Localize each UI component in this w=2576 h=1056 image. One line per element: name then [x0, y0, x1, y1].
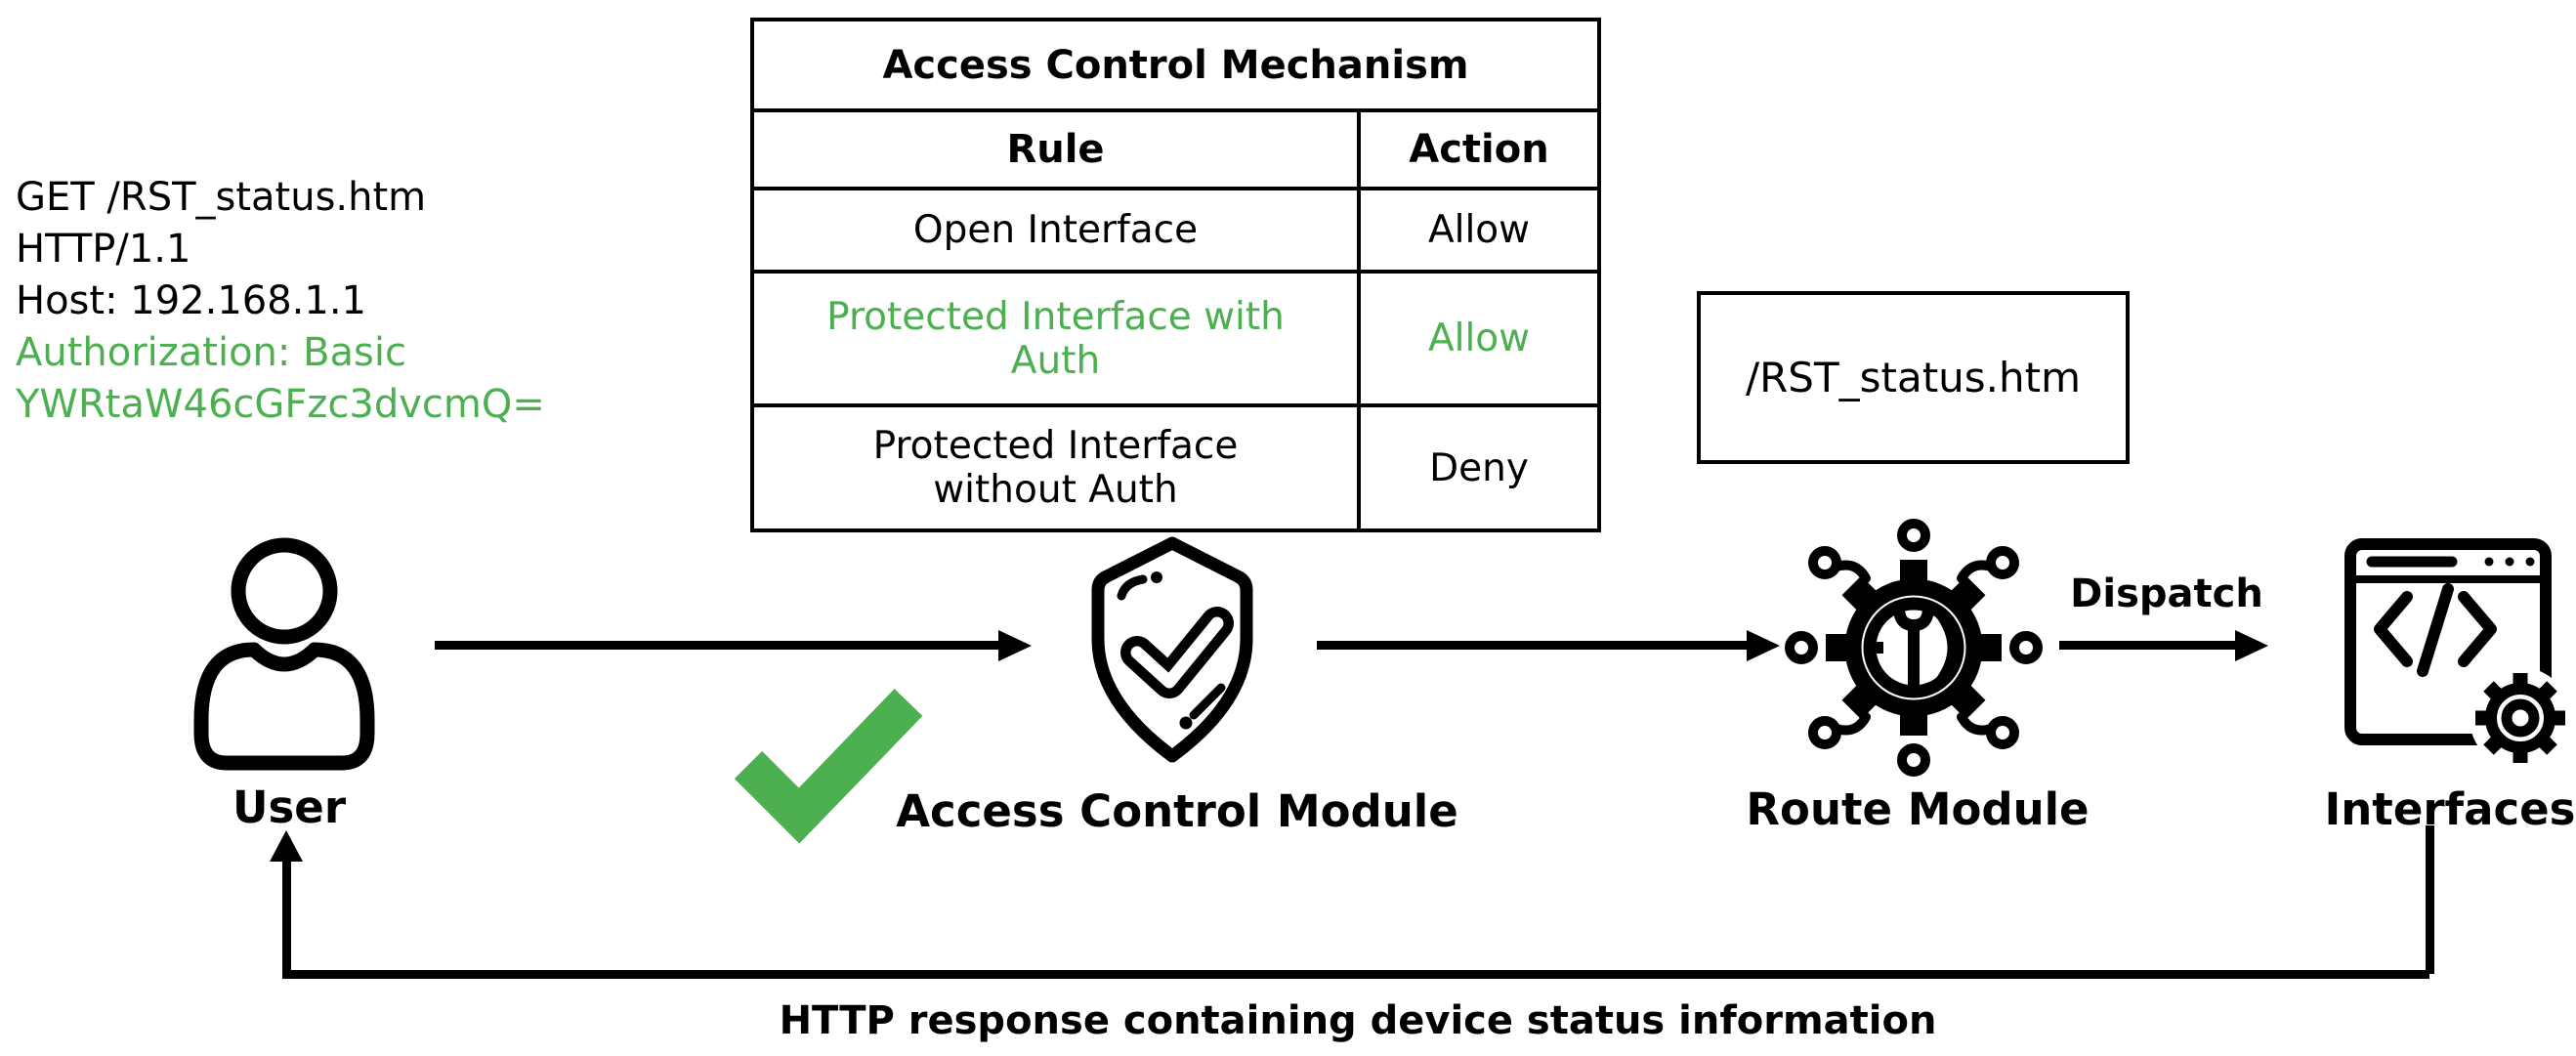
- arrow-route-to-interfaces: [2059, 641, 2235, 650]
- response-line-down: [2426, 825, 2434, 974]
- access-control-table: Access Control Mechanism Rule Action Ope…: [750, 18, 1601, 532]
- user-label: User: [232, 781, 347, 833]
- person-icon: [193, 537, 375, 771]
- table-row: Protected Interface without Auth Deny: [754, 407, 1597, 528]
- request-line-method: GET /RST_status.htm: [16, 175, 427, 220]
- requested-path-box: /RST_status.htm: [1697, 291, 2130, 464]
- arrow-user-to-access-control: [435, 641, 998, 650]
- request-line-credentials: YWRtaW46cGFzc3dvcmQ=: [16, 382, 545, 427]
- dispatch-label: Dispatch: [2070, 571, 2263, 616]
- action-cell: Allow: [1357, 274, 1597, 403]
- rule-cell: Protected Interface with Auth: [826, 294, 1285, 383]
- request-line-version: HTTP/1.1: [16, 227, 191, 272]
- column-header-rule: Rule: [1006, 127, 1105, 172]
- access-control-module-label: Access Control Module: [896, 785, 1458, 837]
- action-cell: Allow: [1357, 190, 1597, 270]
- rule-cell: Protected Interface without Auth: [872, 424, 1239, 512]
- interfaces-label: Interfaces: [2324, 783, 2576, 835]
- request-line-host: Host: 192.168.1.1: [16, 278, 367, 323]
- browser-code-gear-icon: [2344, 538, 2571, 769]
- shield-check-icon: [1091, 536, 1253, 763]
- route-module-label: Route Module: [1746, 783, 2090, 835]
- http-request-text: GET /RST_status.htm HTTP/1.1 Host: 192.1…: [16, 172, 545, 431]
- arrowhead-right-icon: [1747, 630, 1780, 661]
- response-line-bottom: [282, 970, 2429, 979]
- rule-cell: Open Interface: [912, 208, 1199, 252]
- requested-path-label: /RST_status.htm: [1745, 354, 2082, 401]
- arrowhead-up-icon: [270, 830, 303, 862]
- response-line-up: [282, 858, 291, 977]
- table-title: Access Control Mechanism: [754, 21, 1597, 112]
- table-header-row: Rule Action: [754, 112, 1597, 190]
- column-header-action: Action: [1357, 112, 1597, 187]
- request-line-auth: Authorization: Basic: [16, 330, 406, 375]
- table-row-highlighted: Protected Interface with Auth Allow: [754, 274, 1597, 407]
- green-check-icon: [734, 689, 923, 844]
- action-cell: Deny: [1357, 407, 1597, 528]
- response-caption: HTTP response containing device status i…: [779, 998, 1937, 1043]
- arrow-access-control-to-route: [1317, 641, 1747, 650]
- arrowhead-right-icon: [998, 630, 1032, 661]
- table-row: Open Interface Allow: [754, 190, 1597, 274]
- arrowhead-right-icon: [2235, 630, 2268, 661]
- gear-network-icon: [1785, 519, 2043, 777]
